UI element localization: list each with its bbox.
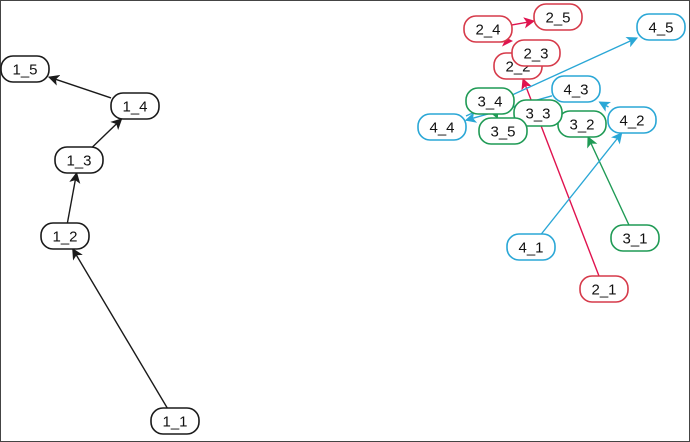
node-1_3: 1_3: [54, 146, 104, 174]
node-label-1_3: 1_3: [66, 153, 91, 170]
node-box-1_1: [150, 407, 200, 435]
node-label-3_4: 3_4: [477, 94, 502, 111]
edge-3_1-to-3_2: [587, 135, 630, 226]
node-3_1: 3_1: [610, 224, 660, 252]
node-label-4_1: 4_1: [518, 240, 543, 257]
node-box-1_4: [110, 92, 160, 120]
node-box-3_5: [478, 117, 528, 145]
node-label-2_4: 2_4: [475, 22, 500, 39]
node-label-4_3: 4_3: [563, 82, 588, 99]
node-label-1_1: 1_1: [162, 414, 187, 431]
node-4_4: 4_4: [417, 113, 467, 141]
node-box-1_5: [0, 55, 50, 83]
node-2_3: 2_3: [511, 39, 561, 67]
node-1_4: 1_4: [110, 92, 160, 120]
node-3_3: 3_3: [513, 99, 563, 127]
node-label-2_1: 2_1: [591, 282, 616, 299]
node-label-4_5: 4_5: [648, 20, 673, 37]
node-label-3_5: 3_5: [490, 124, 515, 141]
node-1_5: 1_5: [0, 55, 50, 83]
node-box-4_2: [607, 106, 657, 134]
node-box-4_1: [506, 233, 556, 261]
node-3_5: 3_5: [478, 117, 528, 145]
node-box-3_3: [513, 99, 563, 127]
node-box-3_4: [465, 87, 515, 115]
node-2_1: 2_1: [579, 275, 629, 303]
node-box-2_1: [579, 275, 629, 303]
node-2_5: 2_5: [533, 3, 583, 31]
node-label-2_5: 2_5: [545, 10, 570, 27]
edge-1_2-to-1_3: [66, 171, 81, 224]
edge-4_2-to-4_3: [598, 101, 612, 112]
node-box-4_3: [551, 75, 601, 103]
node-4_2: 4_2: [607, 106, 657, 134]
node-2_4: 2_4: [463, 15, 513, 43]
node-1_1: 1_1: [150, 407, 200, 435]
node-box-2_4: [463, 15, 513, 43]
node-label-4_4: 4_4: [429, 120, 454, 137]
node-1_2: 1_2: [40, 222, 90, 250]
node-box-1_2: [40, 222, 90, 250]
node-box-2_3: [511, 39, 561, 67]
node-3_2: 3_2: [557, 110, 607, 138]
node-4_5: 4_5: [636, 13, 686, 41]
node-box-1_3: [54, 146, 104, 174]
edge-2_4-to-2_5: [511, 17, 536, 29]
node-box-3_1: [610, 224, 660, 252]
node-label-1_4: 1_4: [122, 99, 147, 116]
node-3_4: 3_4: [465, 87, 515, 115]
node-box-4_4: [417, 113, 467, 141]
node-label-4_2: 4_2: [619, 113, 644, 130]
edge-1_1-to-1_2: [72, 248, 168, 409]
node-label-1_5: 1_5: [12, 62, 37, 79]
node-label-3_1: 3_1: [622, 231, 647, 248]
node-box-4_5: [636, 13, 686, 41]
node-label-3_3: 3_3: [525, 106, 550, 123]
node-4_3: 4_3: [551, 75, 601, 103]
node-label-2_3: 2_3: [523, 46, 548, 63]
node-label-3_2: 3_2: [569, 117, 594, 134]
node-4_1: 4_1: [506, 233, 556, 261]
nodes-layer: 1_11_21_31_41_52_12_22_32_42_53_13_23_33…: [0, 3, 686, 435]
edge-1_3-to-1_4: [91, 118, 123, 148]
node-box-2_5: [533, 3, 583, 31]
node-label-1_2: 1_2: [52, 229, 77, 246]
edge-4_1-to-4_2: [540, 132, 623, 235]
edge-1_4-to-1_5: [47, 74, 112, 99]
